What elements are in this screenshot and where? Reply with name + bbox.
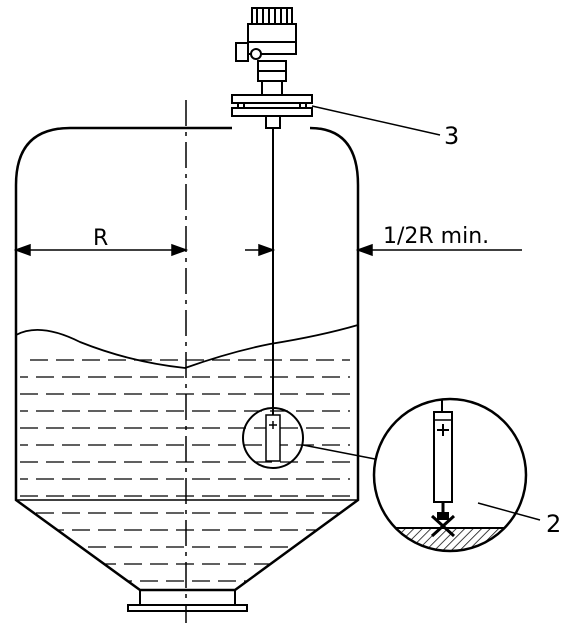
tank-outline — [14, 126, 360, 592]
detail-view — [372, 397, 528, 553]
float-icon — [265, 414, 281, 462]
detail-leader-line — [302, 444, 376, 460]
liquid-surface — [15, 324, 359, 369]
callout-2-label: 2 — [546, 510, 561, 538]
outlet-nozzle — [127, 590, 248, 612]
min-distance-label: 1/2R min. — [383, 224, 489, 249]
dimension-half-r — [245, 243, 522, 257]
radius-label: R — [93, 226, 108, 251]
detail-marker-circle — [242, 407, 304, 469]
callout-2-leader — [477, 502, 541, 521]
dimension-r — [13, 243, 189, 257]
transmitter-head-icon — [235, 7, 297, 82]
callout-3-leader — [311, 105, 441, 136]
liquid-fill — [20, 359, 350, 582]
callout-3-label: 3 — [444, 122, 459, 150]
flange-icon — [231, 80, 313, 129]
